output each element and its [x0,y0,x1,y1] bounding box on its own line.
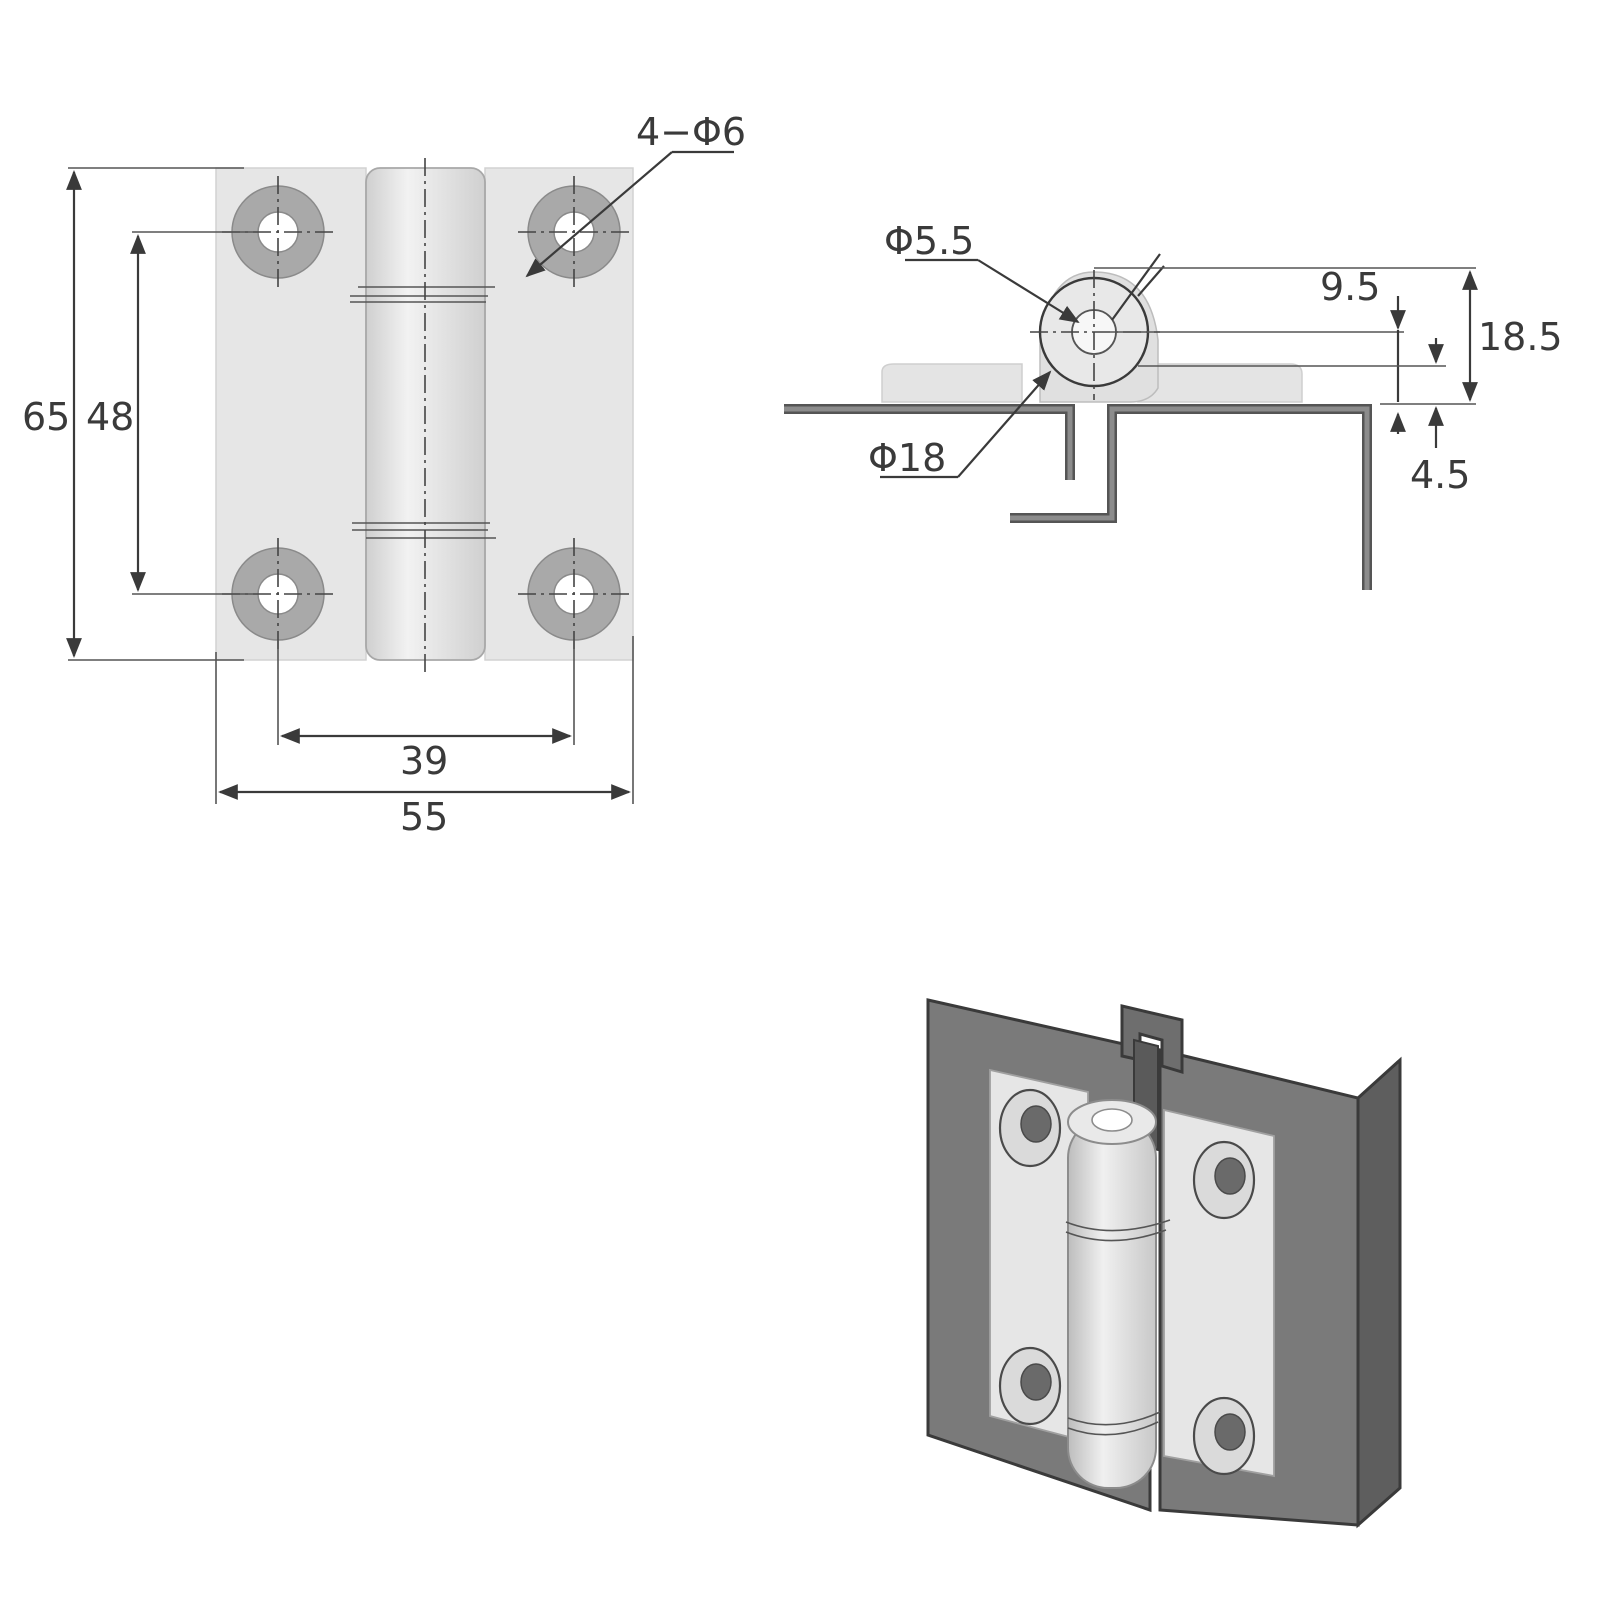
side-view: Φ5.5 Φ18 9.5 18.5 4.5 [784,219,1563,590]
side-knuckle [1030,270,1160,403]
side-overall-height-label: 18.5 [1478,315,1563,359]
dim-hole-pitch-vertical: 48 [86,231,258,595]
hole-pitch-horizontal-label: 39 [400,739,448,783]
holes-callout: 4−Φ6 [525,110,746,278]
holes-callout-label: 4−Φ6 [636,110,746,154]
mounting-hole-bottom-right [518,538,630,650]
dim-knuckle-diameter: Φ18 [868,265,1165,480]
enclosure-side-panel [1356,1056,1402,1529]
dim-side-overall-height: 18.5 [1094,267,1563,405]
side-leaf-right [1137,363,1303,403]
overall-width-label: 55 [400,795,448,839]
overall-height-label: 65 [22,395,70,439]
mounting-hole-bottom-left [222,538,334,650]
axis-height-label: 9.5 [1320,265,1380,309]
enclosure-profile-right [1010,404,1372,590]
iso-barrel [1065,1099,1171,1489]
iso-hole-top-left [998,1088,1062,1168]
barrel [350,167,496,661]
plate-thickness-label: 4.5 [1410,453,1470,497]
enclosure-profile-left [784,404,1075,480]
side-leaf-left [881,363,1023,403]
dim-overall-height: 65 [22,167,244,661]
iso-hole-bottom-right [1192,1396,1256,1476]
dim-pin-diameter: Φ5.5 [884,219,1161,324]
pin-diameter-label: Φ5.5 [884,219,974,263]
iso-hole-bottom-left [998,1346,1062,1426]
mounting-hole-top-left [222,176,334,288]
hole-pitch-vertical-label: 48 [86,395,134,439]
front-view: 4−Φ6 65 48 39 55 [22,110,746,839]
dim-overall-width: 55 [215,636,634,839]
iso-hole-top-right [1192,1140,1256,1220]
isometric-view [926,998,1402,1529]
dim-plate-thickness: 4.5 [1138,338,1470,497]
knuckle-diameter-label: Φ18 [868,436,946,480]
dim-hole-pitch-horizontal: 39 [277,640,575,783]
